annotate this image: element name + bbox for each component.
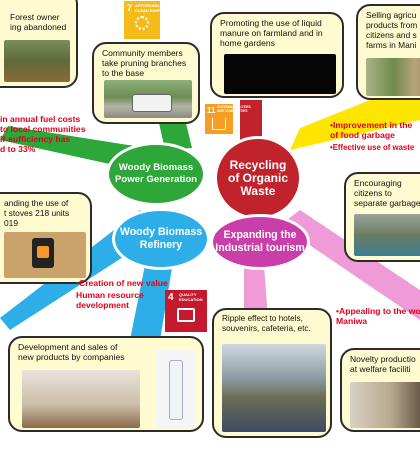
truck-icon: [132, 94, 172, 112]
wood-stoves-bubble: anding the use of t stoves 218 units 019: [0, 192, 92, 284]
ripple-bubble: Ripple effect to hotels, souvenirs, cafe…: [212, 308, 332, 438]
sdg-4-label: QUALITY EDUCATION: [179, 292, 203, 302]
fire-icon: [37, 246, 49, 258]
forest-photo: [4, 40, 70, 82]
produce-photo: [366, 58, 420, 96]
selling-bubble: Selling agricu products from citizens an…: [356, 4, 420, 100]
sdg-4-badge: 4 QUALITY EDUCATION: [165, 290, 207, 332]
community-text: Community members take pruning branches …: [102, 48, 187, 78]
book-icon: [177, 308, 195, 322]
separate-garbage-text: Encouraging citizens to separate garbage: [354, 178, 420, 208]
community-bubble: Community members take pruning branches …: [92, 42, 200, 124]
forest-owner-bubble: Forest owner ing abandoned: [0, 0, 78, 88]
sdg-11-badge: 11 SUSTAINABLE CITIES AND COMMUNITIES: [205, 104, 251, 134]
woody-power-label: Woody Biomass Power Generation: [114, 162, 198, 185]
woody-power-circle: Woody Biomass Power Generation: [106, 142, 206, 206]
dev-sales-text: Development and sales of new products by…: [18, 342, 125, 362]
ripple-text: Ripple effect to hotels, souvenirs, cafe…: [222, 314, 311, 333]
human-resource-note: Human resource development: [76, 290, 144, 310]
bottle-icon: [169, 360, 183, 420]
sdg-11-number: 11: [207, 106, 216, 115]
novelty-text: Novelty productio at welfare faciliti: [350, 354, 416, 374]
organic-waste-label: Recycling of Organic Waste: [227, 157, 288, 198]
sdg-7-number: 7: [127, 3, 133, 13]
liquid-manure-text: Promoting the use of liquid manure on fa…: [220, 18, 323, 48]
refinery-label: Woody Biomass Refinery: [119, 226, 203, 251]
dev-sales-bubble: Development and sales of new products by…: [8, 336, 204, 432]
wood-stoves-text: anding the use of t stoves 218 units 019: [4, 198, 70, 228]
products-photo: [22, 370, 140, 428]
sdg-4-number: 4: [168, 292, 174, 303]
tourism-circle: Expanding the Industrial tourism: [210, 214, 310, 270]
novelty-photo: [350, 382, 420, 428]
fuel-costs-note: in annual fuel costs to local communitie…: [0, 114, 86, 154]
manure-photo: [224, 54, 336, 94]
magenta-ray-right: [280, 210, 420, 320]
sdg-7-badge: 7 AFFORDABLE AND CLEAN ENERGY: [124, 1, 172, 39]
stove-photo: [4, 232, 86, 278]
sdg-7-label: AFFORDABLE AND CLEAN ENERGY: [135, 3, 173, 13]
separate-garbage-bubble: Encouraging citizens to separate garbage: [344, 172, 420, 262]
tourists-photo: [222, 344, 326, 432]
forest-owner-text: Forest owner ing abandoned: [10, 12, 67, 32]
waste-use-note: •Effective use of waste: [330, 143, 415, 152]
new-value-note: •Creation of new value: [76, 278, 168, 288]
spray-bottle-photo: [156, 350, 196, 428]
sdg-11-label: SUSTAINABLE CITIES AND COMMUNITIES: [217, 105, 251, 113]
selling-text: Selling agricu products from citizens an…: [366, 10, 418, 50]
tourism-label: Expanding the Industrial tourism: [215, 229, 305, 254]
liquid-manure-bubble: Promoting the use of liquid manure on fa…: [210, 12, 344, 98]
food-garbage-note: •Improvement in the of food garbage: [330, 120, 413, 140]
refinery-circle: Woody Biomass Refinery: [112, 208, 210, 270]
appealing-note: •Appealing to the wo Maniwa: [336, 306, 420, 326]
novelty-bubble: Novelty productio at welfare faciliti: [340, 348, 420, 432]
buildings-icon: [212, 118, 226, 130]
organic-waste-circle: Recycling of Organic Waste: [214, 136, 302, 220]
sun-icon: [135, 16, 149, 30]
stove-icon: [32, 238, 54, 268]
truck-photo: [104, 80, 192, 118]
garbage-photo: [354, 214, 420, 256]
